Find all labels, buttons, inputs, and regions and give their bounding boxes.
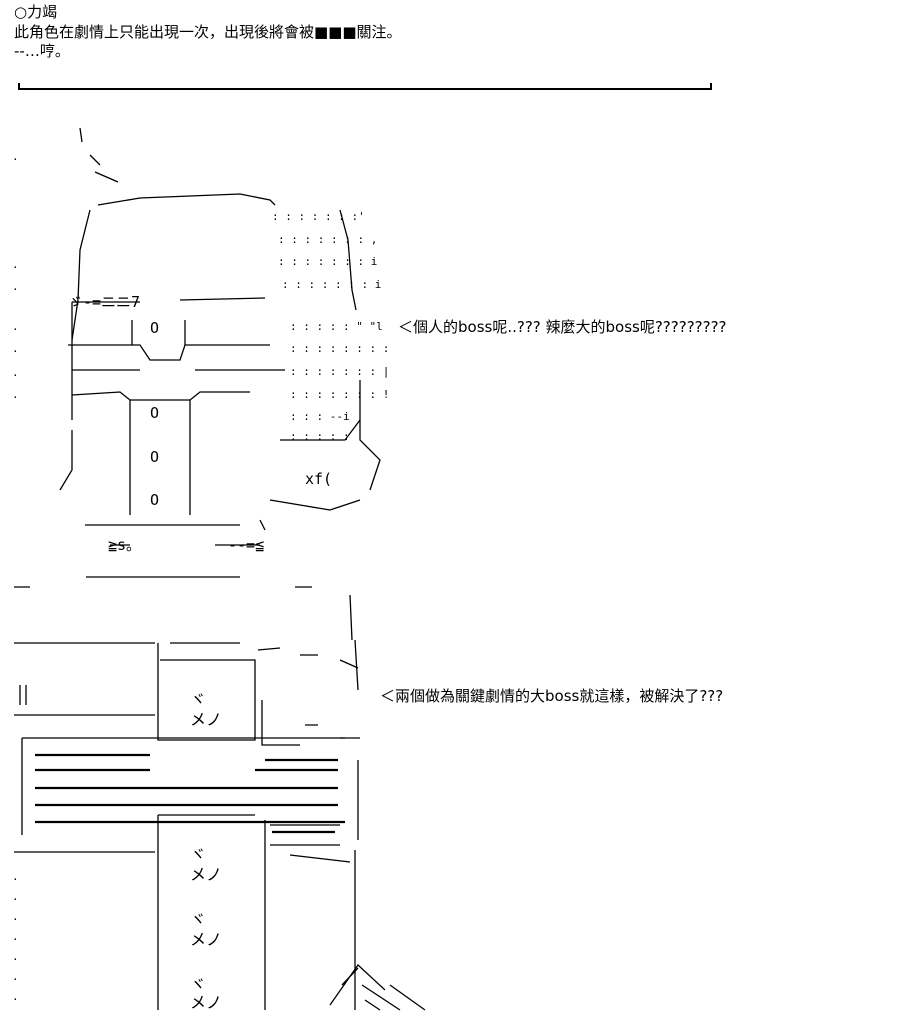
- svg-text:.: .: [12, 950, 19, 963]
- svg-text:ゞ-=ニニ7: ゞ-=ニニ7: [68, 293, 140, 311]
- caption-bosses-defeated: ＜兩個做為關鍵劇情的大boss就這樣，被解決了???: [380, 687, 724, 705]
- svg-text:: : : : : : : i: : : : : : : : i: [282, 278, 381, 291]
- svg-text:.: .: [12, 970, 19, 983]
- svg-text:.: .: [12, 990, 19, 1003]
- building-dots: ... ....: [12, 870, 19, 1003]
- svg-text:: : : : :: : : : : :: [290, 430, 350, 443]
- building-outline: [14, 586, 426, 1011]
- texture-dots: : : : : : : :' : : : : : : : , : : : : :…: [12, 150, 389, 443]
- svg-text:O: O: [150, 491, 159, 509]
- building-stripes: [35, 753, 345, 834]
- svg-text:.: .: [12, 388, 19, 401]
- svg-text:xf(: xf(: [305, 470, 332, 488]
- svg-text:.: .: [12, 342, 19, 355]
- svg-text:: : : : : : : |: : : : : : : : |: [290, 365, 389, 378]
- svg-text:メノ: メノ: [190, 865, 222, 884]
- svg-text:メノ: メノ: [190, 710, 222, 729]
- header-divider: [18, 83, 712, 90]
- robot-glyphs: xf( ≧s。 --=≦ ゞ-=ニニ7: [68, 293, 332, 554]
- svg-text:メノ: メノ: [190, 930, 222, 949]
- svg-text:.: .: [12, 890, 19, 903]
- svg-text:O: O: [150, 404, 159, 422]
- svg-text:.: .: [12, 930, 19, 943]
- svg-text:O: O: [150, 319, 159, 337]
- svg-text:ヾ: ヾ: [190, 975, 206, 994]
- svg-text:: : : : : : : :: : : : : : : : :: [290, 342, 389, 355]
- svg-text:メノ: メノ: [190, 993, 222, 1012]
- svg-text:: : : : : : : i: : : : : : : : i: [278, 255, 377, 268]
- svg-text:.: .: [12, 910, 19, 923]
- svg-text:≧s。: ≧s。: [108, 536, 141, 554]
- svg-text:: : : : : : : !: : : : : : : : !: [290, 388, 389, 401]
- svg-text:: : : : : : : ,: : : : : : : : ,: [278, 233, 377, 246]
- svg-text:.: .: [12, 258, 19, 271]
- svg-text:ヾ: ヾ: [190, 910, 206, 929]
- building-glyphs: ヾメノ ヾメノ ヾメノ ヾメノ: [190, 690, 222, 1012]
- svg-text:: : : : : : :': : : : : : : :': [272, 210, 365, 223]
- svg-text:.: .: [12, 870, 19, 883]
- svg-text:--=≦: --=≦: [228, 536, 264, 554]
- svg-text:.: .: [12, 320, 19, 333]
- character-note: 此角色在劇情上只能出現一次，出現後將會被■■■關注。: [14, 23, 402, 41]
- svg-text:ヾ: ヾ: [190, 845, 206, 864]
- sound-line: --…哼。: [14, 42, 70, 60]
- svg-text:.: .: [12, 366, 19, 379]
- svg-text:ヾ: ヾ: [190, 690, 206, 709]
- svg-text:.: .: [12, 280, 19, 293]
- robot-eyes: O O O O: [150, 319, 159, 509]
- caption-where-is-boss: ＜個人的boss呢..??? 辣麼大的boss呢?????????: [398, 318, 727, 336]
- svg-text:: : : --i: : : : --i: [290, 410, 350, 423]
- svg-text:: : : : : " "l: : : : : : " "l: [290, 320, 383, 333]
- character-name: ○力竭: [14, 3, 58, 21]
- svg-text:O: O: [150, 448, 159, 466]
- svg-text:.: .: [12, 150, 19, 163]
- robot-head-outline: [59, 127, 381, 578]
